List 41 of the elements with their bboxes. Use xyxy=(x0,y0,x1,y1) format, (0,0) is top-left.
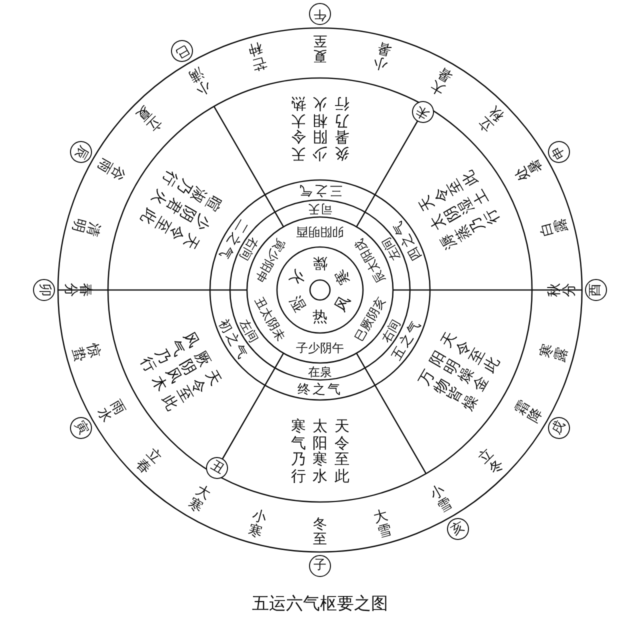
ring-label: 左间 xyxy=(379,236,402,263)
solar-term-label: 立夏 xyxy=(132,102,164,134)
qi-label: 风 xyxy=(333,293,354,314)
ring-label: 司天 xyxy=(308,202,332,214)
sector-text: 太阳寒水 xyxy=(312,418,328,484)
solar-term-label: 立春 xyxy=(132,446,164,478)
branch-circle: 子 xyxy=(309,555,331,577)
solar-term-label: 芒种 xyxy=(246,38,268,72)
sector-text: 天令至此 xyxy=(334,418,350,484)
branch-pair-label: 子少阴午 xyxy=(296,342,344,354)
solar-term-label: 小暑 xyxy=(372,38,394,72)
branch-circle: 酉 xyxy=(585,279,607,301)
ring-label: 终之气 xyxy=(298,384,342,396)
solar-term-label: 白露 xyxy=(538,216,572,238)
qi-label: 火 xyxy=(286,266,307,287)
caption: 五运六气枢要之图 xyxy=(252,593,388,615)
qi-label: 燥 xyxy=(312,256,328,270)
solar-term-label: 大雪 xyxy=(372,508,394,542)
qi-label: 湿 xyxy=(286,293,307,314)
qi-label: 寒 xyxy=(333,266,354,287)
branch-pair-label: 卯阳明酉 xyxy=(296,226,344,238)
solar-term-label: 清明 xyxy=(68,216,102,238)
solar-term-label: 立秋 xyxy=(476,102,508,134)
branch-circle: 卯 xyxy=(33,279,55,301)
sector-text: 寒气乃行 xyxy=(290,418,306,484)
ring-label: 在泉 xyxy=(308,366,332,378)
branch-circle: 午 xyxy=(309,3,331,25)
solar-term-label: 大寒 xyxy=(184,483,213,518)
qi-label: 热 xyxy=(312,310,328,324)
ring-label: 左间 xyxy=(238,317,261,344)
solar-term-label: 冬至 xyxy=(312,518,328,548)
solar-term-label: 立冬 xyxy=(476,446,508,478)
sector-text: 少阳相火 xyxy=(312,96,328,162)
solar-term-label: 惊蛰 xyxy=(68,342,102,364)
solar-term-label: 大暑 xyxy=(427,62,456,97)
solar-term-label: 夏至 xyxy=(312,32,328,62)
sector-text: 炎暑乃行 xyxy=(334,96,350,162)
solar-term-label: 寒露 xyxy=(538,342,572,364)
sector-text: 天令大热 xyxy=(290,96,306,162)
solar-term-label: 小寒 xyxy=(246,508,268,542)
ring-label: 三之气 xyxy=(298,184,342,196)
